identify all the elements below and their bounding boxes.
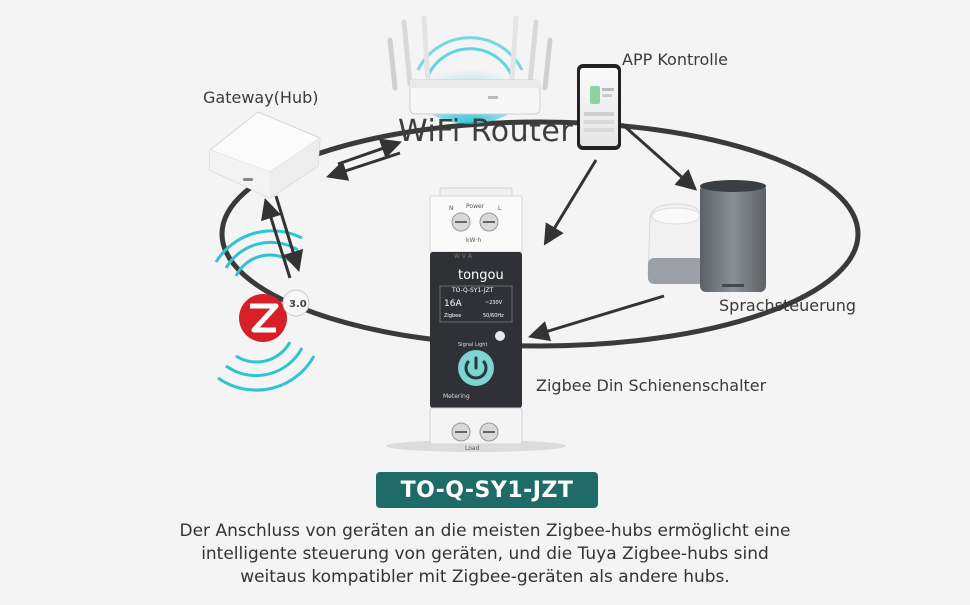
voice-control-label: Sprachsteuerung bbox=[719, 296, 857, 315]
device-n-top: N bbox=[449, 205, 454, 212]
device-l-top: L bbox=[498, 205, 502, 212]
description-line: weitaus kompatibler mit Zigbee-geräten a… bbox=[240, 567, 730, 587]
arrow-zigbee-hub bbox=[274, 195, 304, 273]
device-brand-logo: tongou bbox=[458, 268, 504, 283]
router-label: WiFi Router bbox=[398, 114, 574, 149]
network-ring bbox=[219, 119, 861, 349]
router-icon bbox=[387, 15, 553, 115]
device-name-label: Zigbee Din Schienenschalter bbox=[536, 376, 767, 395]
model-badge: TO-Q-SY1-JZT bbox=[376, 472, 598, 508]
arrow-hub-zigbee bbox=[261, 197, 292, 279]
gateway-hub-icon bbox=[208, 111, 322, 199]
arrow-speaker-device bbox=[527, 294, 665, 342]
device-rating: 16A bbox=[444, 299, 462, 309]
device-kwh-label: kW·h bbox=[466, 237, 481, 244]
device-units-label: W V A bbox=[454, 253, 473, 260]
zigbee-logo-icon bbox=[214, 229, 316, 392]
device-signal-light: Signal Light bbox=[458, 342, 487, 348]
device-metering: Metering bbox=[443, 393, 470, 400]
smart-speaker-large-icon bbox=[700, 180, 766, 292]
description: Der Anschluss von geräten an die meisten… bbox=[100, 520, 870, 589]
device-frequency: 50/60Hz bbox=[483, 313, 504, 319]
arrow-app-speaker bbox=[621, 122, 698, 191]
device-load-label: Load bbox=[465, 445, 480, 452]
phone-icon bbox=[577, 64, 621, 150]
gateway-label: Gateway(Hub) bbox=[203, 88, 319, 107]
din-switch-device bbox=[386, 187, 566, 452]
description-line: intelligente steuerung von geräten, und … bbox=[201, 544, 769, 564]
device-power-label: Power bbox=[466, 203, 485, 210]
device-protocol: Zigbee bbox=[444, 313, 461, 319]
smart-speaker-small-icon bbox=[647, 203, 705, 284]
zigbee-version-label: 3.0 bbox=[289, 299, 307, 310]
arrow-router-hub bbox=[337, 138, 402, 166]
description-line: Der Anschluss von geräten an die meisten… bbox=[179, 521, 791, 541]
device-model-print: TO-Q-SY1-JZT bbox=[451, 287, 494, 294]
device-voltage: ~230V bbox=[485, 300, 503, 306]
app-control-label: APP Kontrolle bbox=[622, 50, 728, 69]
arrow-app-device bbox=[543, 159, 598, 246]
